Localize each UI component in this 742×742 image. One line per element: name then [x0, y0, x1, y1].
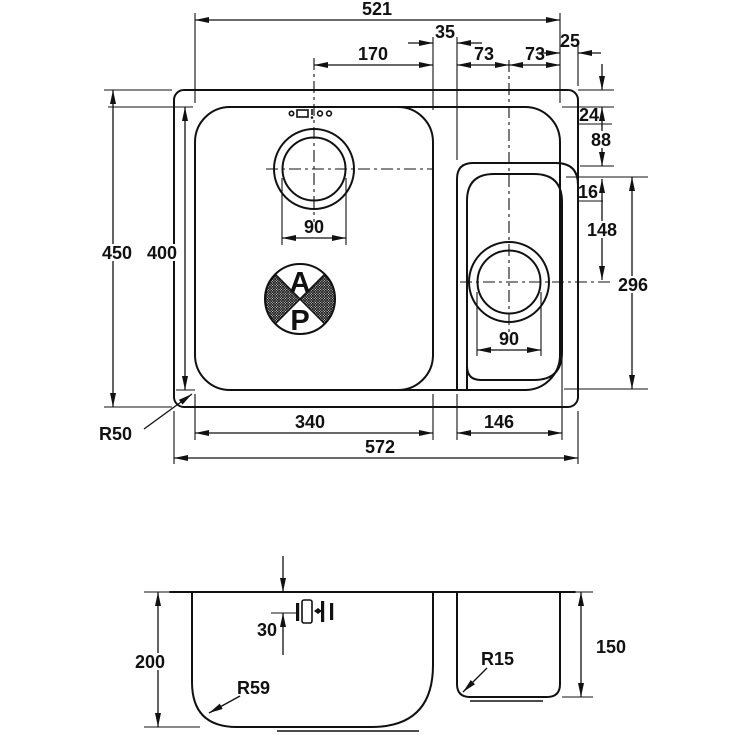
svg-text:73: 73: [525, 44, 545, 64]
main-drain: [266, 58, 433, 222]
tap-hole-marks-icon: [288, 109, 333, 119]
logo-letter-a: A: [290, 267, 311, 299]
dim-small-half-right-73: 73: [509, 44, 560, 68]
dim-overall-depth-450: 450: [98, 89, 172, 408]
svg-text:572: 572: [365, 437, 395, 457]
svg-text:90: 90: [304, 217, 324, 237]
dim-small-half-left-73: 73: [457, 44, 509, 68]
dim-main-drain-offset-170: 170: [314, 44, 433, 68]
svg-text:25: 25: [560, 31, 580, 51]
dim-overall-width-572: 572: [173, 411, 579, 464]
sink-inner-rim: [194, 106, 561, 391]
svg-text:24: 24: [579, 105, 599, 125]
svg-text:16: 16: [578, 182, 598, 202]
svg-text:148: 148: [587, 220, 617, 240]
dim-right-edge-gap-25: 25: [537, 31, 601, 86]
svg-text:146: 146: [484, 412, 514, 432]
svg-text:340: 340: [295, 412, 325, 432]
dim-small-bottom-radius-r15: R15: [462, 649, 514, 693]
svg-text:296: 296: [618, 275, 648, 295]
dim-main-drain-dia-90: 90: [281, 178, 347, 245]
logo-letter-p: P: [290, 305, 309, 337]
dim-bowl-depth-400: 400: [108, 106, 195, 391]
svg-text:200: 200: [135, 652, 165, 672]
main-bowl-right-wall: [397, 106, 434, 391]
section-tap-hole-icon: [271, 599, 334, 624]
svg-text:30: 30: [257, 620, 277, 640]
dim-rim-width-24: 24: [562, 64, 614, 128]
dim-small-bowl-inner-depth-296: 296: [564, 177, 651, 390]
section-view: 30 200 150 R59 R15: [131, 556, 626, 732]
dim-small-depth-150: 150: [562, 591, 626, 698]
dim-corner-radius-r50: R50: [99, 393, 193, 444]
svg-text:88: 88: [591, 130, 611, 150]
svg-text:521: 521: [362, 0, 392, 19]
dim-cutout-width-521: 521: [194, 0, 561, 103]
sink-outer-rim: [173, 89, 579, 408]
small-bowl-inner: [466, 173, 563, 391]
section-small-bowl: [456, 591, 561, 698]
dim-main-depth-200: 200: [131, 591, 200, 728]
svg-text:170: 170: [358, 44, 388, 64]
small-bowl-outer: [456, 162, 579, 391]
dim-small-drain-dia-90: 90: [476, 292, 542, 356]
svg-text:R15: R15: [481, 649, 514, 669]
dim-small-bowl-drop-88: 88: [580, 128, 614, 167]
svg-text:150: 150: [596, 637, 626, 657]
svg-text:35: 35: [435, 22, 455, 42]
svg-text:R50: R50: [99, 424, 132, 444]
dim-divider-35: 35: [408, 22, 482, 160]
dim-main-bowl-width-340: 340: [194, 394, 434, 440]
svg-text:450: 450: [102, 243, 132, 263]
dim-main-bottom-radius-r59: R59: [208, 678, 270, 714]
dim-tap-inset-30: 30: [257, 556, 286, 655]
svg-text:73: 73: [474, 44, 494, 64]
small-drain: [460, 60, 612, 332]
svg-text:90: 90: [499, 329, 519, 349]
ap-logo-icon: A P: [264, 263, 336, 337]
svg-text:R59: R59: [237, 678, 270, 698]
dim-small-bowl-width-146: 146: [456, 356, 563, 440]
dim-small-drain-down-148: 148: [586, 179, 619, 280]
section-main-bowl: [191, 591, 434, 728]
svg-text:400: 400: [147, 243, 177, 263]
plan-view: A P 521 35 170 73 73: [98, 0, 651, 464]
